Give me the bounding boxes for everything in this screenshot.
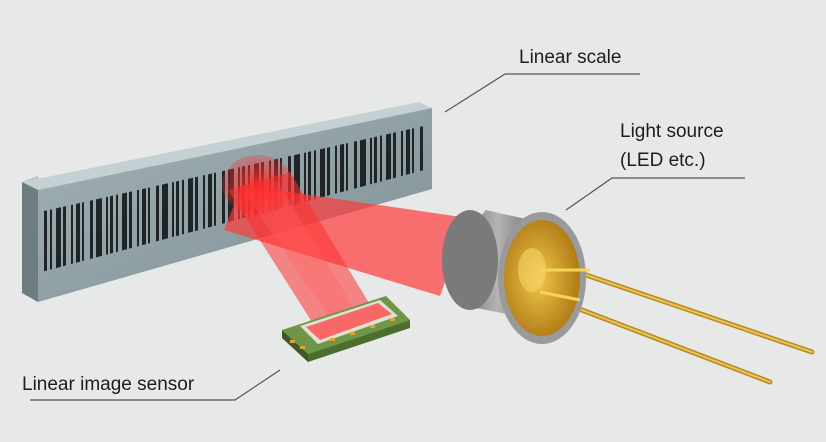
linear-image-sensor	[282, 296, 410, 362]
leader-line-linear-scale	[444, 73, 640, 113]
label-light-source: Light source	[620, 121, 724, 142]
light-spot	[222, 155, 294, 215]
leader-lines	[30, 73, 745, 401]
leader-line-image-sensor	[30, 369, 281, 401]
leader-line-light-source	[565, 177, 745, 211]
label-linear-image-sensor: Linear image sensor	[22, 374, 195, 395]
light-source-led	[442, 210, 815, 385]
light-beams	[222, 155, 468, 322]
label-light-source-note: (LED etc.)	[620, 150, 706, 171]
label-linear-scale: Linear scale	[519, 47, 622, 68]
